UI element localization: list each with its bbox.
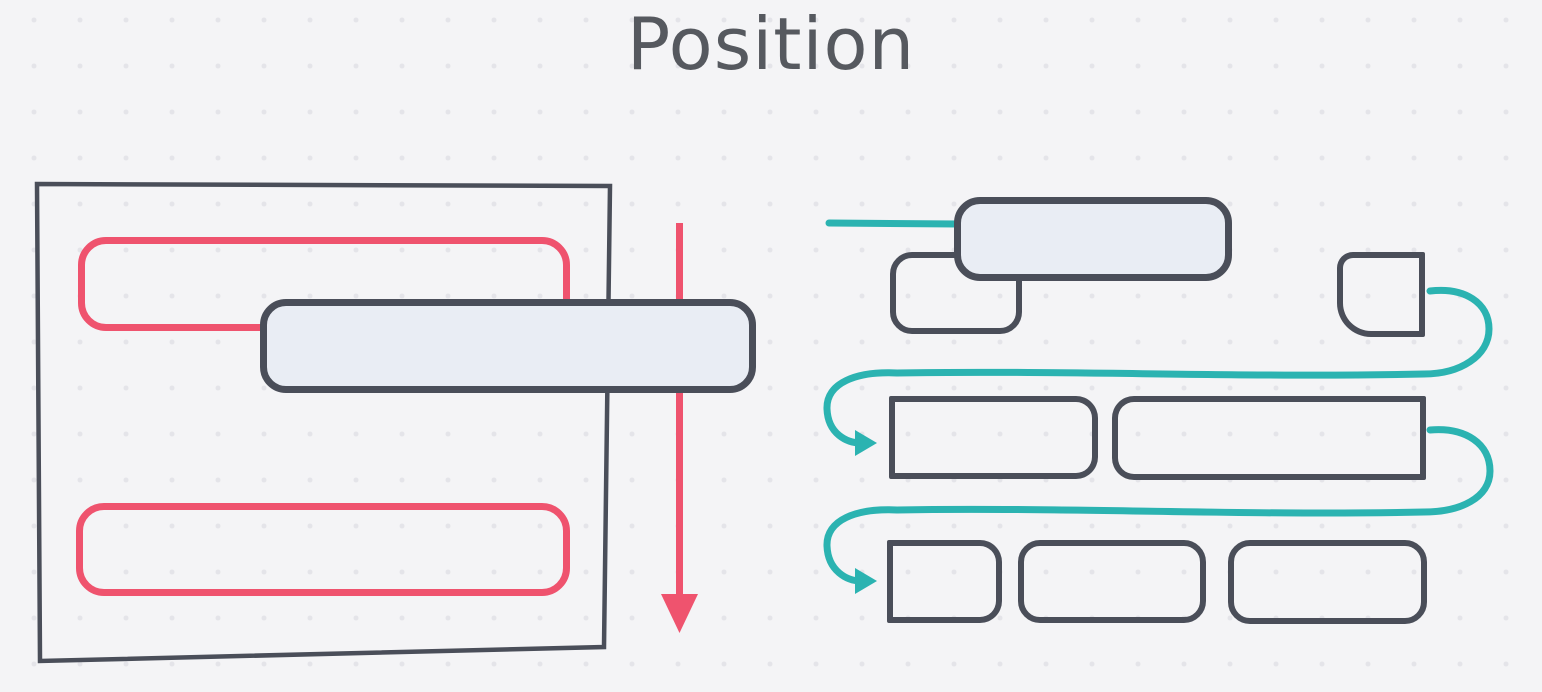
document-outline (34, 181, 613, 664)
page-title: Position (626, 2, 916, 86)
wrap-arrow-row2-icon (823, 426, 1494, 594)
inline-flow-line (825, 219, 962, 228)
wrap-arrow-row1-icon (823, 286, 1493, 456)
flow-down-arrow-icon (661, 223, 698, 633)
